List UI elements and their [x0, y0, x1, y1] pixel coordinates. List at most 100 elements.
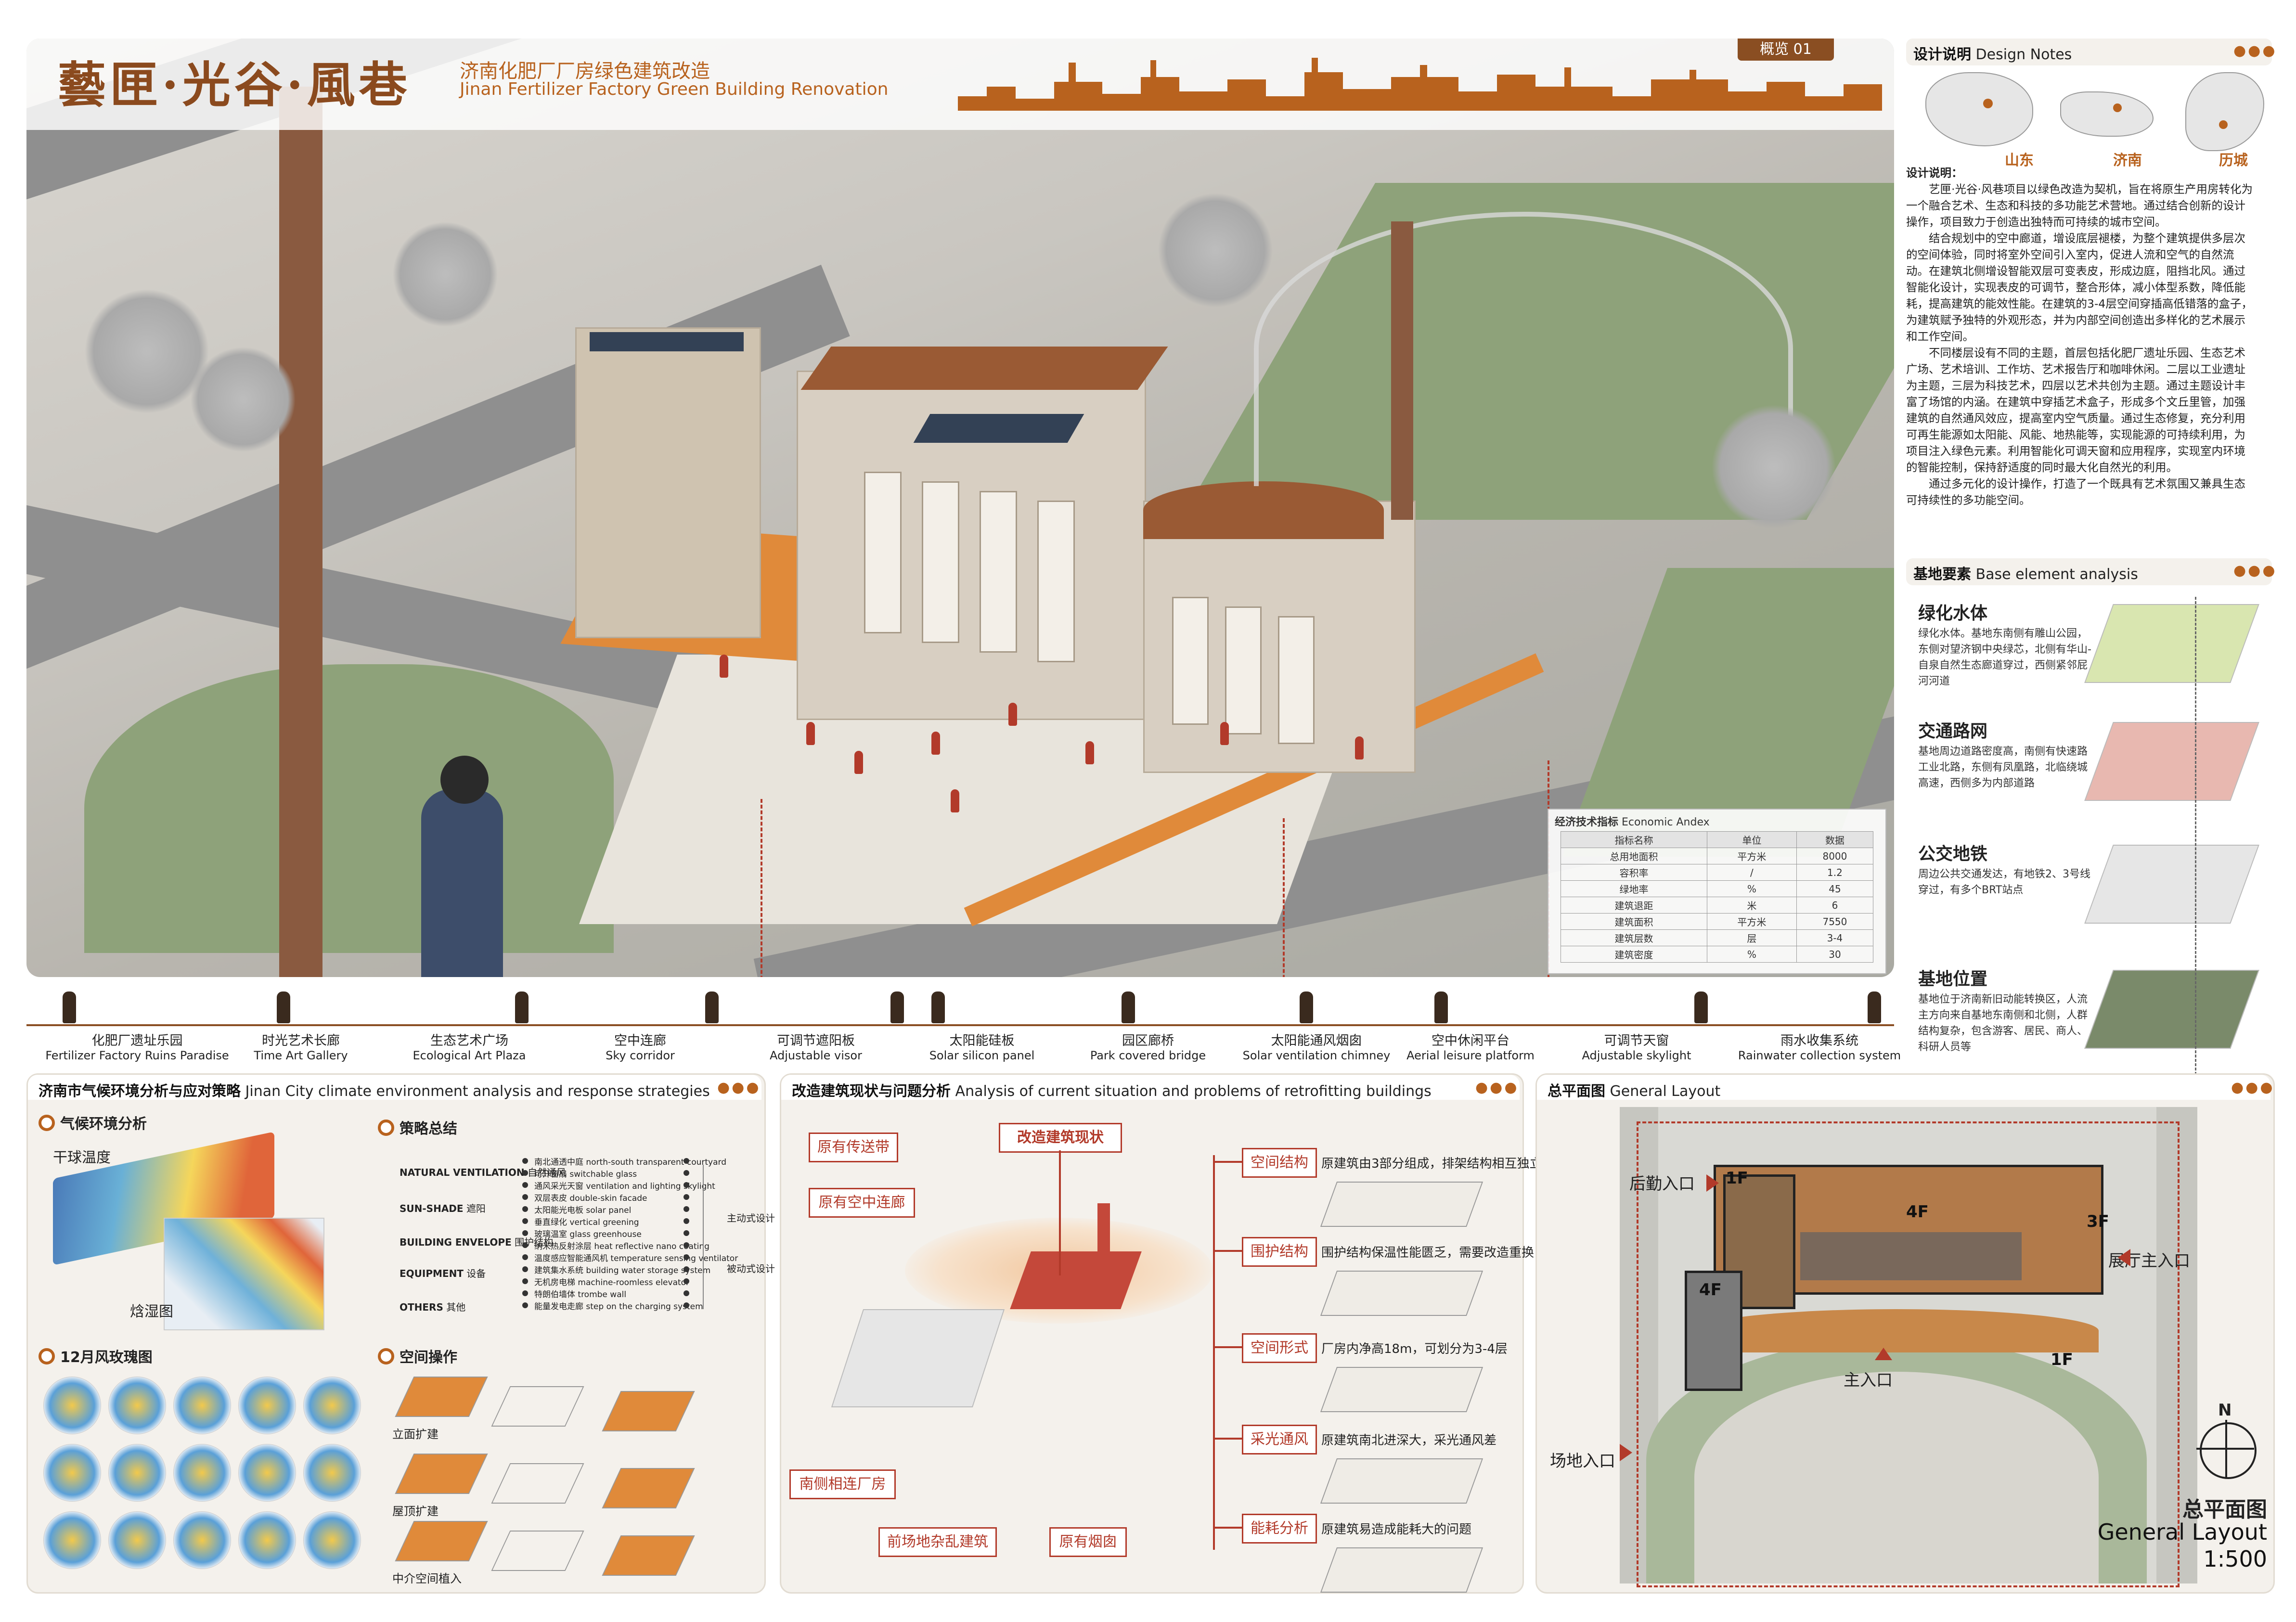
strategy-bullet-icon [684, 1230, 689, 1236]
climate-panel-header [28, 1075, 761, 1100]
window [864, 472, 902, 633]
wind-rose-chart [303, 1511, 361, 1569]
layout-title-block-cn: 总平面图 [2182, 1497, 2267, 1522]
retrofit-issue-text: 原建筑易造成能耗大的问题 [1321, 1522, 1472, 1537]
strategy-heading: 策略总结 [400, 1120, 457, 1137]
person-silhouette-icon [1868, 991, 1881, 1023]
person-silhouette-icon [890, 991, 904, 1023]
observer-head [440, 756, 489, 804]
strategy-bullet-icon [684, 1206, 689, 1212]
retrofit-issue-diagram [1320, 1271, 1483, 1316]
economic-cell: 建筑面积 [1561, 913, 1707, 930]
person-silhouette-icon [63, 991, 76, 1023]
timeline-item-en: Time Art Gallery [254, 1049, 348, 1062]
psychrometric-chart [164, 1218, 324, 1330]
location-marker-icon [2219, 120, 2228, 129]
person [720, 655, 728, 678]
china-map [1925, 72, 2033, 146]
retrofit-issue-diagram [1320, 1182, 1483, 1227]
strategy-bullet-icon [684, 1182, 689, 1188]
timeline-item-en: Ecological Art Plaza [413, 1049, 526, 1062]
label-chimney: 原有烟囱 [1049, 1527, 1127, 1557]
more-dots-icon[interactable]: ●●● [717, 1079, 761, 1096]
base-analysis-title-cn: 基地要素 [1913, 566, 1971, 583]
location-marker-icon [2113, 103, 2122, 112]
person-silhouette-icon [1122, 991, 1135, 1023]
wind-rose-chart [108, 1377, 166, 1434]
label-messy-buildings: 前场地杂乱建筑 [878, 1527, 997, 1557]
map-label-shandong: 山东 [2005, 152, 2034, 169]
retrofit-issue-text: 原建筑南北进深大，采光通风差 [1321, 1433, 1497, 1448]
person [1220, 722, 1229, 745]
strategy-category-en: EQUIPMENT [400, 1268, 464, 1279]
tree [190, 347, 296, 452]
base-analysis-title-en: Base element analysis [1975, 566, 2138, 583]
strategy-bullet-icon [522, 1218, 528, 1224]
strategy-category-cn: 设备 [466, 1268, 486, 1279]
layout-title-block-en: General Layout [2097, 1519, 2267, 1545]
chimney [279, 87, 322, 977]
strategy-category-cn: 自然通风 [527, 1167, 566, 1178]
section-bullet-icon [378, 1120, 394, 1136]
economic-cell: 平方米 [1706, 848, 1797, 864]
dry-bulb-label: 干球温度 [53, 1149, 111, 1166]
base-item-text: 绿化水体。基地东南侧有雕山公园，东侧对望济钢中央绿芯，北侧有华山-自泉自然生态廊… [1918, 628, 2091, 687]
plan-plaza [1694, 1372, 2099, 1583]
base-item-text: 基地位于济南新旧动能转换区，人流主方向来自基地东南侧和北侧，人群结构复杂，包含游… [1918, 993, 2088, 1053]
strategy-bullet-icon [684, 1278, 689, 1284]
design-notes-body: 设计说明： 艺匣·光谷·风巷项目以绿色改造为契机，旨在将原生产用房转化为一个融合… [1906, 165, 2253, 508]
north-label: N [2218, 1401, 2232, 1420]
page-title: 藝匣·光谷·風巷 [58, 56, 411, 113]
climate-title-en: Jinan City climate environment analysis … [245, 1083, 710, 1100]
strategy-bullet-icon [522, 1302, 528, 1308]
timeline-item-en: Fertilizer Factory Ruins Paradise [45, 1049, 229, 1062]
section-bullet-icon [39, 1115, 55, 1131]
strategy-category-cn: 围护结构 [515, 1236, 554, 1248]
strategy-bullet-icon [522, 1170, 528, 1176]
timeline-line [26, 1024, 1894, 1026]
strategy-bullet-icon [684, 1194, 689, 1200]
retrofit-issue-text: 围护结构保温性能匮乏，需要改造重换 [1321, 1246, 1535, 1260]
retrofit-panel-header [781, 1075, 1520, 1100]
wind-rose-chart [238, 1511, 296, 1569]
layout-title-cn: 总平面图 [1548, 1083, 1605, 1100]
strategy-bullet-icon [684, 1170, 689, 1176]
timeline-item-en: Sky corridor [606, 1049, 675, 1062]
north-arrow-needle [2196, 1448, 2254, 1450]
economic-cell: 建筑层数 [1561, 929, 1707, 946]
floor-label: 4F [1699, 1280, 1722, 1300]
design-notes-p4: 通过多元化的设计操作，打造了一个既具有艺术氛围又兼具生态可持续性的多功能空间。 [1906, 477, 2245, 507]
strategy-bullet-icon [684, 1290, 689, 1296]
entrance-arrow-icon [1875, 1348, 1892, 1360]
window [1225, 606, 1262, 734]
floor-label: 4F [1906, 1202, 1929, 1222]
strategy-bullet-icon [522, 1182, 528, 1188]
entrance-site: 场地入口 [1550, 1452, 1615, 1471]
retrofit-issue-label: 采光通风 [1242, 1425, 1317, 1455]
more-dots-icon[interactable]: ●●● [2233, 42, 2277, 59]
callout-line [761, 799, 762, 977]
timeline-item-en: Solar ventilation chimney [1242, 1049, 1391, 1062]
page-subtitle-cn: 济南化肥厂厂房绿色建筑改造 [460, 60, 710, 82]
base-item-diagram [2084, 722, 2259, 801]
timeline-item-cn: 生态艺术广场 [430, 1033, 508, 1048]
person [854, 751, 863, 774]
economic-cell: 绿地率 [1561, 880, 1707, 897]
window [1037, 501, 1075, 662]
stack-guide-line [2195, 597, 2196, 1088]
economic-row: 建筑密度%30 [1561, 946, 1874, 963]
person-silhouette-icon [277, 991, 290, 1023]
more-dots-icon[interactable]: ●●● [2231, 1079, 2275, 1096]
wind-rose-chart [238, 1444, 296, 1502]
entrance-logistics: 后勤入口 [1629, 1174, 1695, 1194]
wind-rose-chart [173, 1377, 231, 1434]
person-silhouette-icon [515, 991, 529, 1023]
timeline-item-en: Adjustable visor [770, 1049, 862, 1062]
more-dots-icon[interactable]: ●●● [2233, 562, 2277, 579]
more-dots-icon[interactable]: ●●● [1475, 1079, 1519, 1096]
space-op-label: 立面扩建 [392, 1428, 439, 1441]
tree [1158, 193, 1273, 308]
page-subtitle-en: Jinan Fertilizer Factory Green Building … [460, 79, 889, 99]
